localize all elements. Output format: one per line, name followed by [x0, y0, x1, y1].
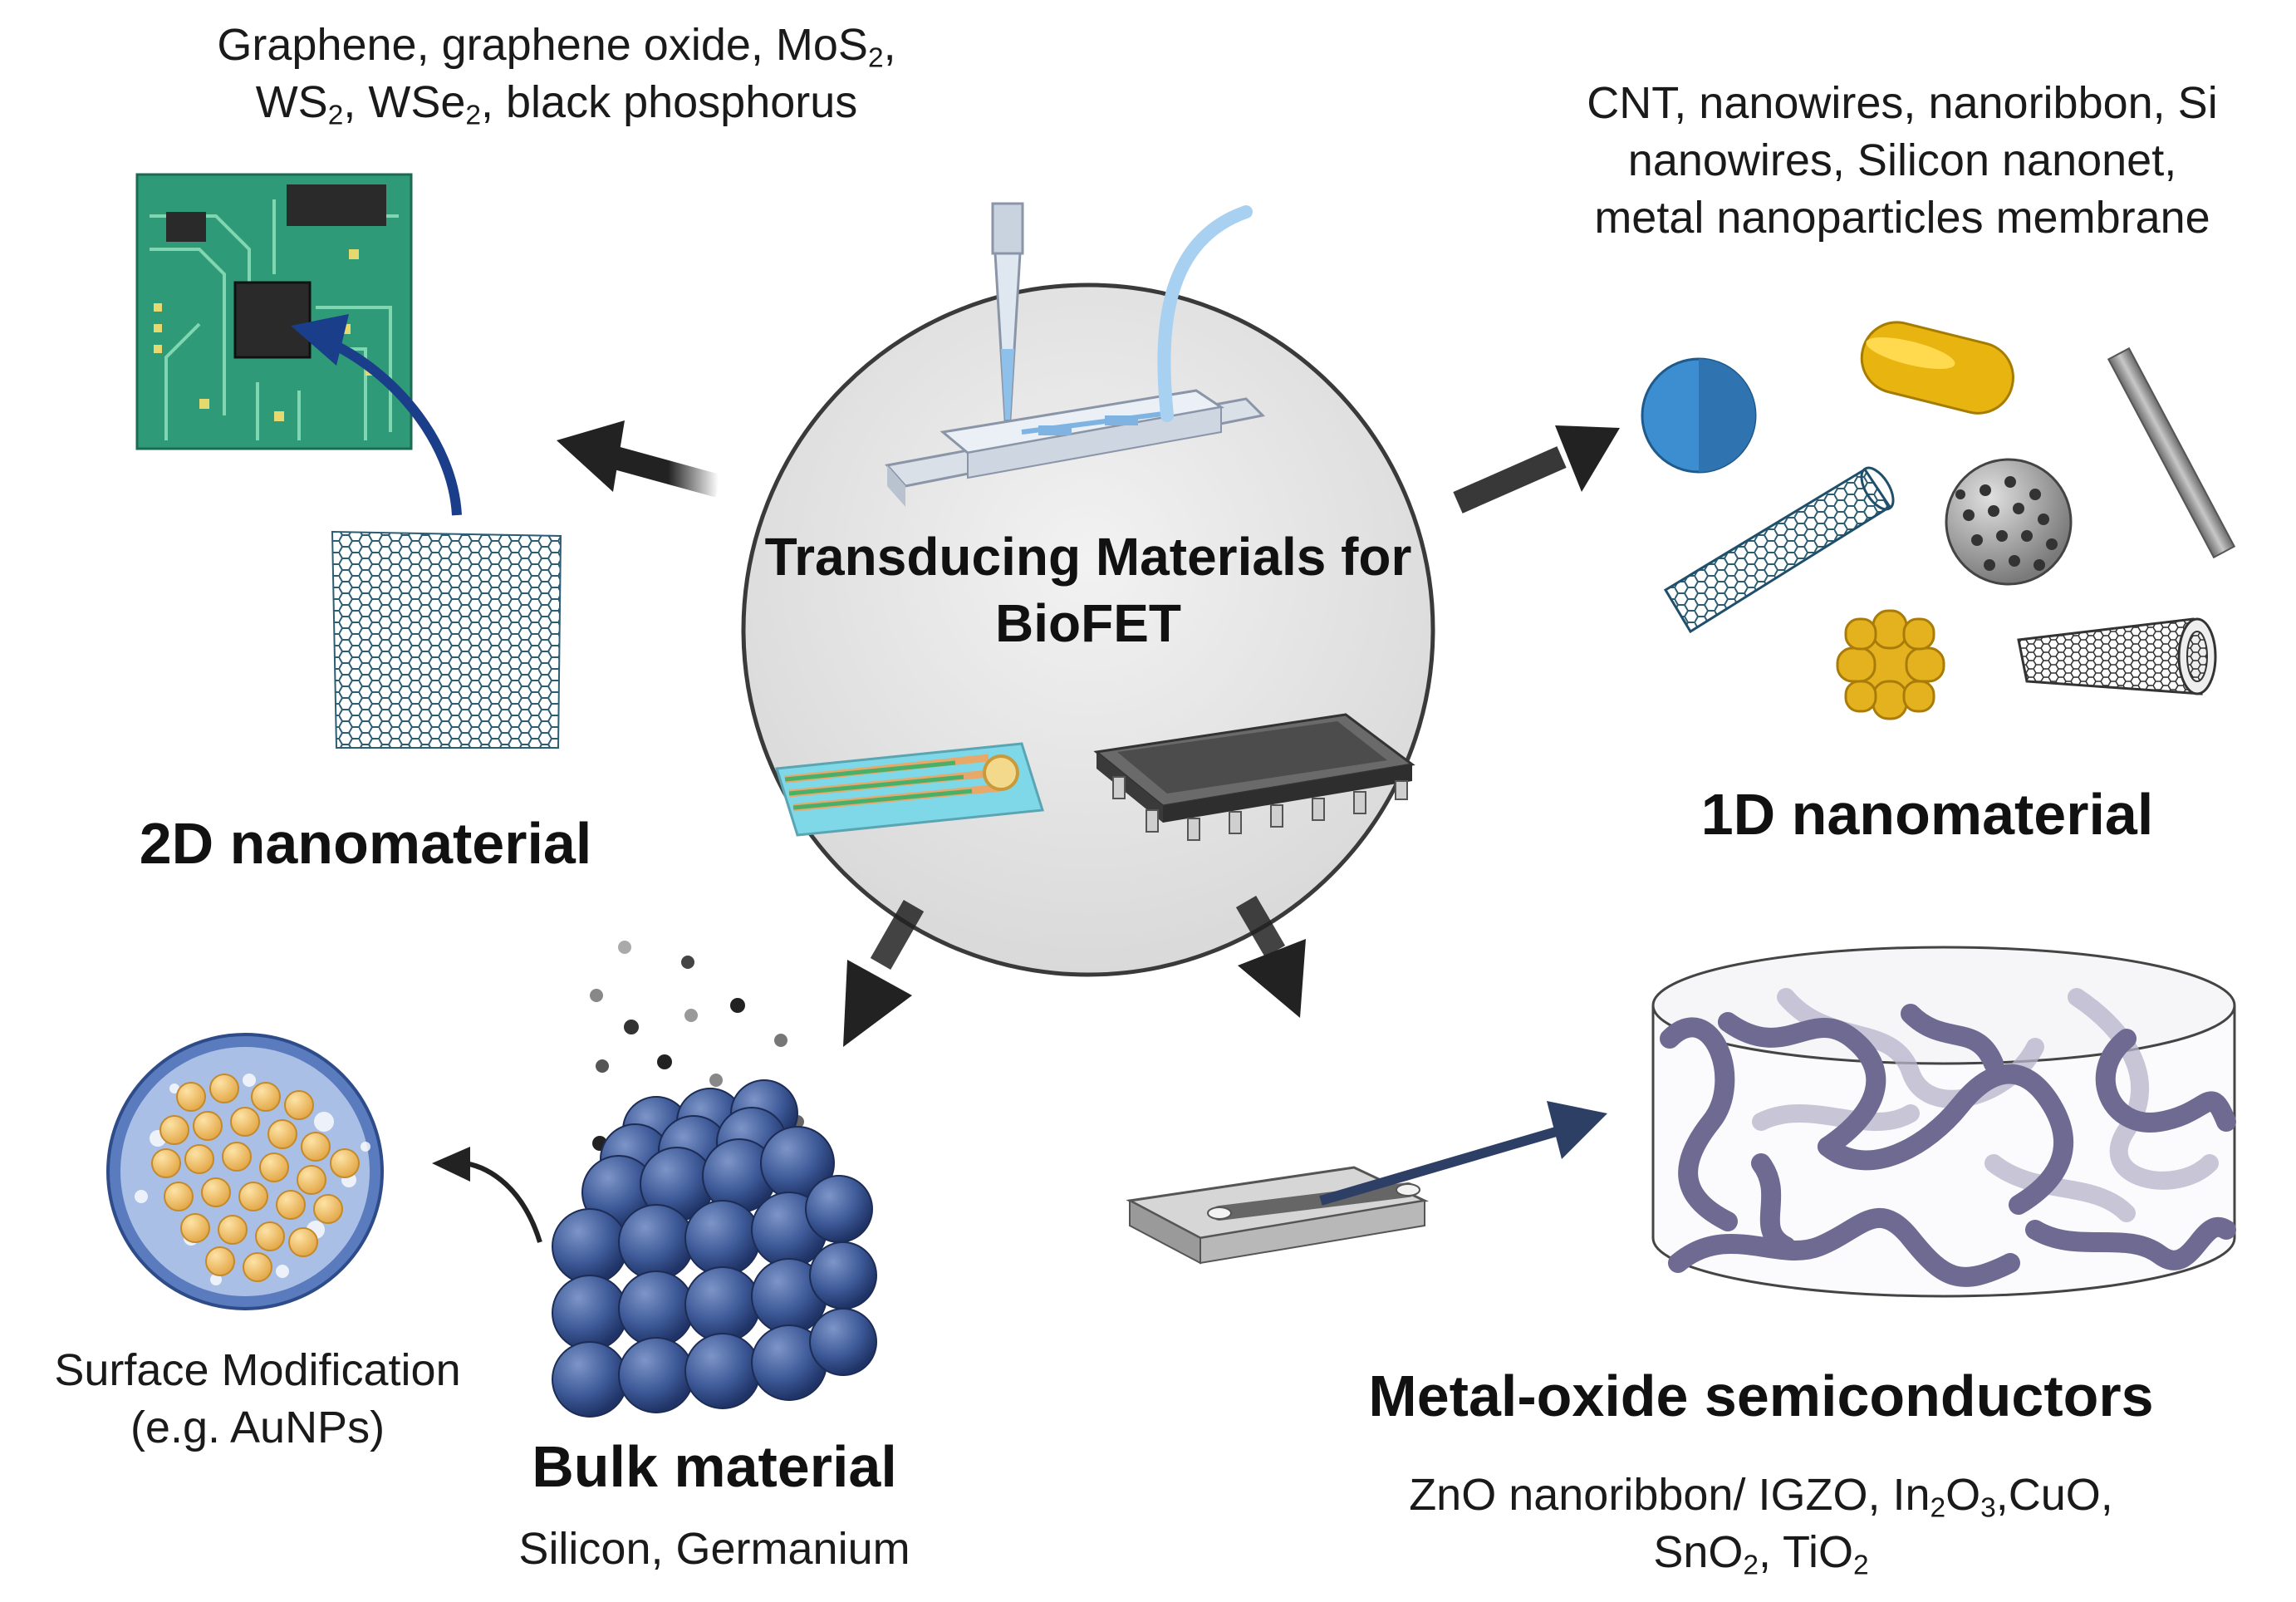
arrow-to-1d: [1453, 425, 1620, 514]
mo-line1-c: ,CuO,: [1995, 1470, 2113, 1520]
two-d-desc-line1: Graphene, graphene oxide, MoS: [217, 20, 868, 70]
mo-line1-a: ZnO nanoribbon/ IGZO, In: [1409, 1470, 1931, 1520]
electrode-strip-icon: [775, 742, 1044, 837]
mo-line1-sub-b: 3: [1980, 1492, 1996, 1524]
arrow-to-2d: [557, 420, 722, 498]
surface-modification-label: Surface Modification (e.g. AuNPs): [0, 1342, 515, 1457]
two-d-desc-wse: , WSe: [343, 77, 466, 128]
one-d-heading: 1D nanomaterial: [1700, 782, 2154, 847]
one-d-description: CNT, nanowires, nanoribbon, Si nanowires…: [1520, 75, 2284, 247]
two-d-desc-bp: , black phosphorus: [481, 77, 858, 128]
center-title-line2: BioFET: [995, 593, 1181, 653]
mo-line2-b: , TiO: [1759, 1527, 1854, 1578]
two-d-desc-ws-sub: 2: [327, 100, 344, 131]
surface-line2: (e.g. AuNPs): [130, 1403, 385, 1453]
two-d-heading: 2D nanomaterial: [139, 811, 592, 876]
mo-line1-sub-a: 2: [1930, 1492, 1946, 1524]
mo-line2-sub-b: 2: [1853, 1550, 1869, 1581]
metal-oxide-heading: Metal-oxide semiconductors: [1368, 1364, 2154, 1428]
microfluidic-chip-icon: [885, 202, 1266, 507]
polymer-network-icon: [1651, 946, 2236, 1298]
pcb-board-icon: [135, 173, 462, 516]
center-circle-group: Transducing Materials for BioFET: [741, 202, 1435, 977]
arrow-to-bulk: [843, 900, 925, 1047]
graphene-sheet-icon: [331, 530, 562, 749]
microchip-icon: [1093, 713, 1415, 841]
nanomaterials-cluster-icon: [1641, 321, 2236, 720]
surface-line1: Surface Modification: [54, 1345, 461, 1395]
mo-line2-a: SnO: [1653, 1527, 1744, 1578]
mo-line1-b: O: [1945, 1470, 1981, 1520]
one-d-desc-line3: metal nanoparticles membrane: [1594, 193, 2210, 243]
gold-nanostar-icon: [1836, 609, 1945, 720]
sensor-slide-icon: [1126, 1101, 1607, 1265]
bulk-heading: Bulk material: [532, 1434, 897, 1499]
two-d-description: Graphene, graphene oxide, MoS2, WS2, WSe…: [158, 17, 955, 131]
atom-cube-icon: [552, 1079, 877, 1418]
two-d-desc-ws: WS: [255, 77, 328, 128]
two-d-desc-sub1: 2: [867, 42, 884, 74]
center-title-line1: Transducing Materials for: [764, 527, 1412, 587]
one-d-desc-line1: CNT, nanowires, nanoribbon, Si: [1587, 78, 2218, 128]
metal-oxide-description: ZnO nanoribbon/ IGZO, In2O3,CuO, SnO2, T…: [1296, 1467, 2226, 1581]
aunp-surface-icon: [106, 1033, 384, 1310]
arrow-to-metal-oxide: [1235, 895, 1306, 1018]
bulk-description: Silicon, Germanium: [518, 1524, 910, 1574]
arrow-to-surface-modification: [432, 1147, 542, 1243]
two-d-desc-line1-end: ,: [883, 20, 896, 70]
mo-line2-sub-a: 2: [1743, 1550, 1759, 1581]
two-d-desc-wse-sub: 2: [465, 100, 481, 131]
one-d-desc-line2: nanowires, Silicon nanonet,: [1627, 135, 2177, 186]
